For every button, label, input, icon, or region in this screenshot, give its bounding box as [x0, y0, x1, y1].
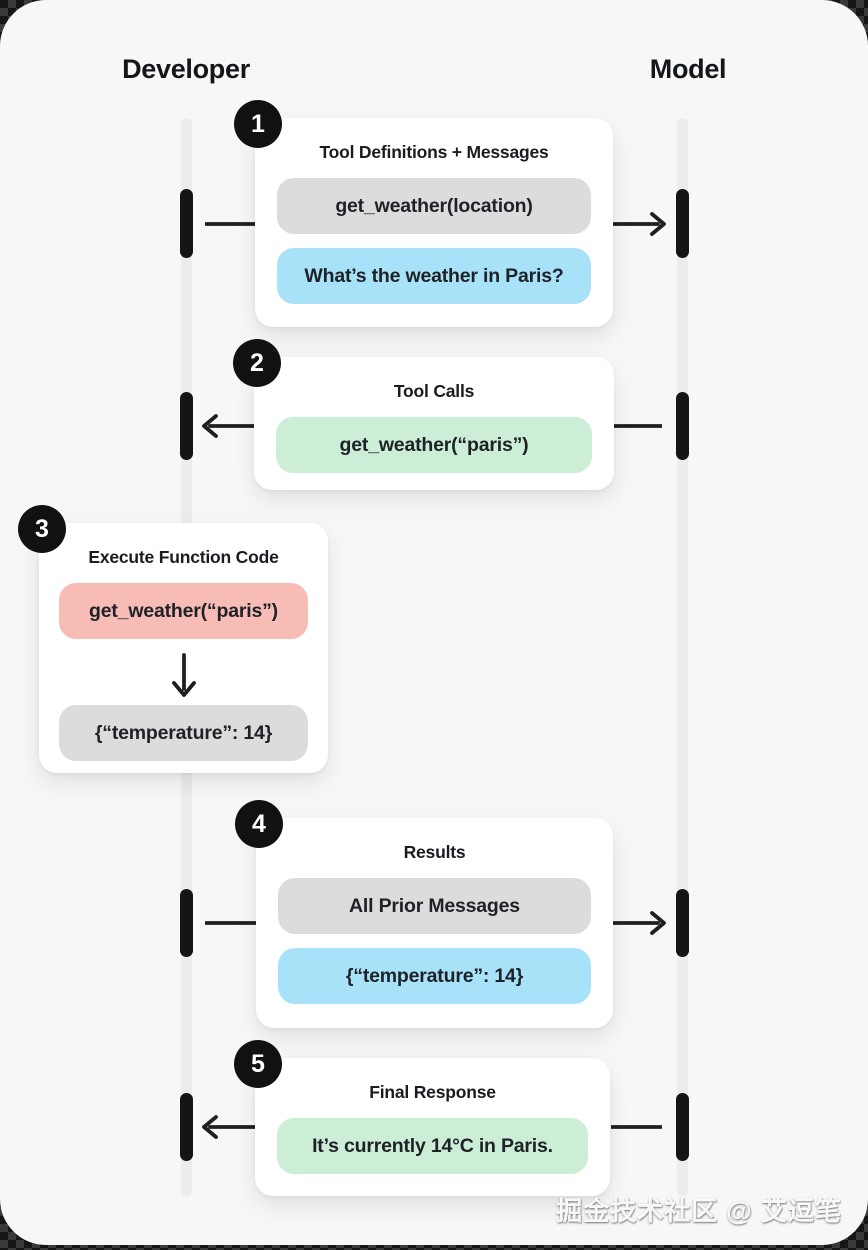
pill-final-answer: It’s currently 14°C in Paris. — [277, 1118, 588, 1174]
card-title-execute-function: Execute Function Code — [88, 547, 279, 567]
card-title-tool-definitions: Tool Definitions + Messages — [319, 142, 549, 162]
arrow-right-icon-step1 — [613, 212, 666, 236]
step-number-badge-5: 5 — [234, 1040, 282, 1088]
developer-activation-step1 — [180, 189, 193, 258]
model-activation-step2 — [676, 392, 689, 460]
pill-function-invocation: get_weather(“paris”) — [59, 583, 308, 639]
step-number-badge-3: 3 — [18, 505, 66, 553]
connector-line-step2-model — [613, 424, 662, 428]
arrow-down-icon — [171, 653, 196, 697]
pill-user-message: What’s the weather in Paris? — [277, 248, 591, 304]
model-activation-step5 — [676, 1093, 689, 1161]
card-title-results: Results — [403, 842, 466, 862]
execution-flow — [59, 653, 308, 699]
pill-tool-definition: get_weather(location) — [277, 178, 591, 234]
model-activation-step4 — [676, 889, 689, 957]
model-column-header: Model — [649, 54, 727, 84]
connector-line-step4-developer — [205, 921, 256, 925]
step-card-execute-function: 3 Execute Function Code get_weather(“par… — [18, 505, 328, 773]
arrow-left-icon-step2 — [202, 414, 256, 438]
card-title-tool-calls: Tool Calls — [393, 381, 475, 401]
step-number-badge-4: 4 — [235, 800, 283, 848]
developer-activation-step4 — [180, 889, 193, 957]
pill-function-result: {“temperature”: 14} — [59, 705, 308, 761]
pill-tool-call: get_weather(“paris”) — [276, 417, 592, 473]
arrow-right-icon-step4 — [613, 911, 666, 935]
step-card-tool-calls: 2 Tool Calls get_weather(“paris”) — [233, 339, 614, 490]
model-activation-step1 — [676, 189, 689, 258]
developer-column-header: Developer — [122, 54, 250, 84]
connector-line-step1-developer — [205, 222, 256, 226]
card-title-final-response: Final Response — [369, 1082, 496, 1102]
arrow-left-icon-step5 — [202, 1115, 256, 1139]
model-lifeline — [677, 118, 688, 1196]
step-card-tool-definitions: 1 Tool Definitions + Messages get_weathe… — [234, 100, 613, 327]
step-number-badge-2: 2 — [233, 339, 281, 387]
pill-prior-messages: All Prior Messages — [278, 878, 591, 934]
watermark: 掘金技术社区 @ 艾逗笔 — [556, 1196, 842, 1226]
developer-activation-step5 — [180, 1093, 193, 1161]
step-card-results: 4 Results All Prior Messages {“temperatu… — [235, 800, 613, 1028]
pill-result-payload: {“temperature”: 14} — [278, 948, 591, 1004]
connector-line-step5-model — [611, 1125, 662, 1129]
step-number-badge-1: 1 — [234, 100, 282, 148]
step-card-final-response: 5 Final Response It’s currently 14°C in … — [234, 1040, 610, 1196]
developer-activation-step2 — [180, 392, 193, 460]
